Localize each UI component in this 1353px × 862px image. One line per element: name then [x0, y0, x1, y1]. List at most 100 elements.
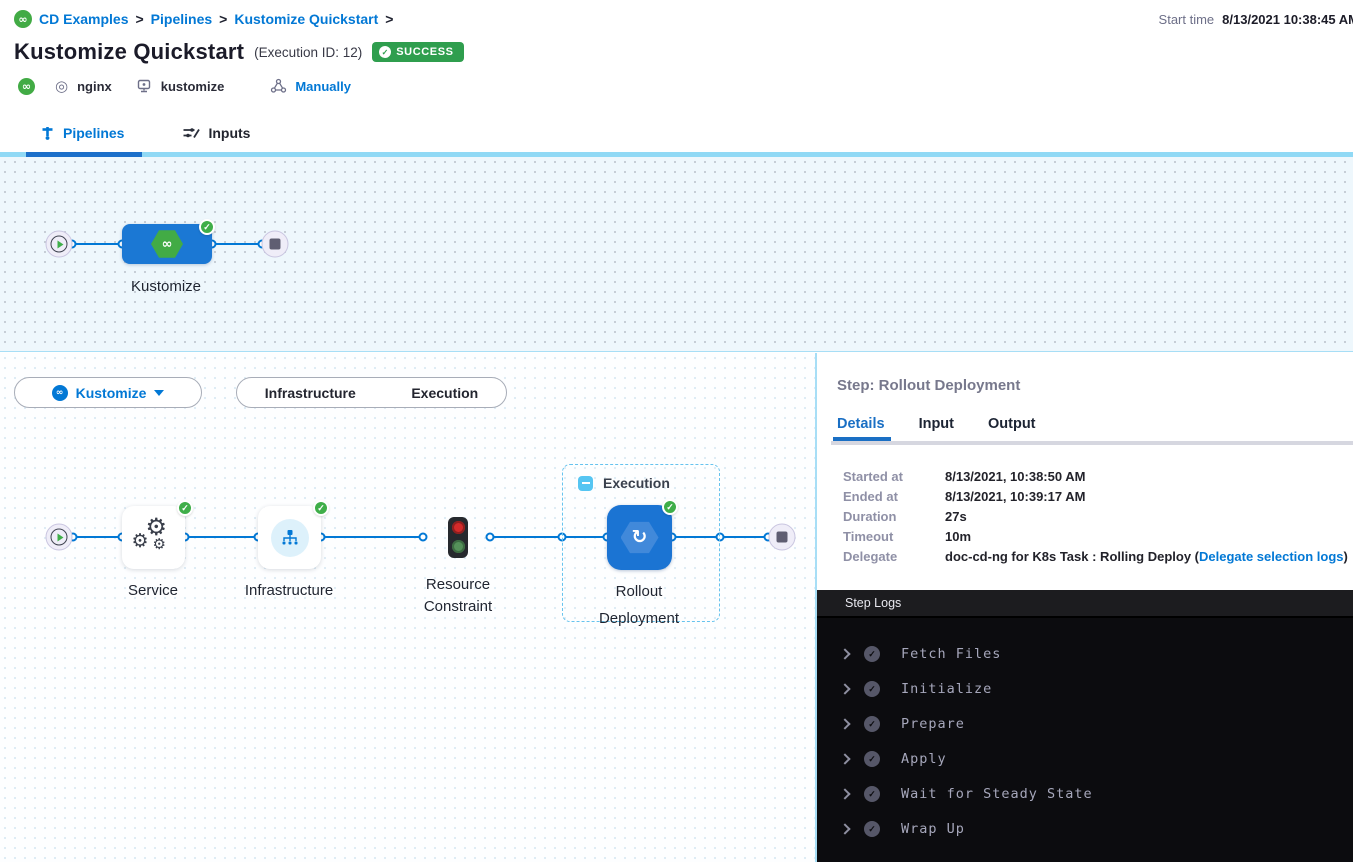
breadcrumb-separator: >: [219, 11, 228, 27]
chevron-right-icon[interactable]: [839, 823, 851, 835]
stage-selector-dropdown[interactable]: ∞ Kustomize: [14, 377, 202, 408]
breadcrumb-separator: >: [135, 11, 144, 27]
traffic-green-light: [451, 540, 465, 553]
step-node-resource-constraint[interactable]: [448, 517, 468, 558]
view-toggle: Infrastructure Execution: [236, 377, 507, 408]
chevron-right-icon[interactable]: [839, 648, 851, 660]
step-label-resource-constraint: Resource Constraint: [423, 576, 493, 615]
stage-success-icon: ✓: [199, 219, 215, 235]
log-success-icon: ✓: [864, 751, 880, 767]
log-section-fetch-files[interactable]: ✓ Fetch Files: [817, 642, 1353, 666]
edge: [73, 536, 122, 538]
trigger-type[interactable]: Manually: [295, 78, 351, 94]
breadcrumb: ∞ CD Examples > Pipelines > Kustomize Qu…: [14, 10, 393, 28]
log-success-icon: ✓: [864, 786, 880, 802]
edge: [490, 536, 608, 538]
play-icon: [50, 235, 68, 253]
log-section-wrap-up[interactable]: ✓ Wrap Up: [817, 817, 1353, 841]
execution-id: (Execution ID: 12): [254, 44, 363, 60]
service-icon: ◎: [55, 77, 69, 95]
execution-end-node[interactable]: [768, 523, 796, 551]
cd-module-icon: ∞: [18, 77, 35, 95]
status-badge-label: SUCCESS: [396, 46, 454, 58]
edge: [185, 536, 258, 538]
detail-row-duration: Duration 27s: [843, 509, 967, 524]
execution-graph-canvas[interactable]: ∞ Kustomize Infrastructure Execution: [0, 353, 817, 862]
stage-node-kustomize[interactable]: ∞: [122, 224, 212, 264]
execution-start-node[interactable]: [45, 523, 73, 551]
rollout-icon: ↻: [620, 521, 659, 554]
breadcrumb-cd-examples[interactable]: CD Examples: [39, 11, 129, 27]
delegate-selection-logs-link[interactable]: Delegate selection logs: [1199, 549, 1344, 564]
step-panel-title: Step: Rollout Deployment: [837, 377, 1021, 394]
tab-inputs[interactable]: Inputs: [182, 125, 250, 141]
log-section-prepare[interactable]: ✓ Prepare: [817, 712, 1353, 736]
step-success-icon: ✓: [177, 500, 193, 516]
step-node-service[interactable]: ⚙ ⚙ ⚙: [122, 506, 185, 569]
log-section-apply[interactable]: ✓ Apply: [817, 747, 1353, 771]
edge: [72, 243, 122, 245]
tab-input[interactable]: Input: [918, 416, 954, 432]
detail-row-started-at: Started at 8/13/2021, 10:38:50 AM: [843, 469, 1086, 484]
tab-output[interactable]: Output: [988, 416, 1036, 432]
service-name: nginx: [77, 78, 112, 94]
breadcrumb-separator: >: [385, 11, 394, 27]
pipeline-start-node[interactable]: [45, 230, 73, 258]
chevron-right-icon[interactable]: [839, 788, 851, 800]
step-logs-header: Step Logs: [817, 590, 1353, 618]
toggle-infrastructure[interactable]: Infrastructure: [264, 384, 356, 401]
breadcrumb-kustomize-quickstart[interactable]: Kustomize Quickstart: [234, 11, 379, 27]
step-logs-title: Step Logs: [845, 596, 902, 610]
edge-connector: [485, 532, 495, 542]
log-section-initialize[interactable]: ✓ Initialize: [817, 677, 1353, 701]
toggle-execution[interactable]: Execution: [411, 384, 479, 401]
detail-row-delegate: Delegate doc-cd-ng for K8s Task : Rollin…: [843, 549, 1348, 564]
traffic-red-light: [451, 521, 465, 534]
start-time-value: 8/13/2021 10:38:45 AM: [1222, 12, 1353, 27]
inputs-icon: [182, 125, 201, 141]
step-label-service: Service: [127, 582, 179, 599]
pipeline-icon: [40, 125, 55, 141]
execution-group-box: [562, 464, 720, 622]
play-icon: [50, 528, 68, 546]
log-section-wait-for-steady-state[interactable]: ✓ Wait for Steady State: [817, 782, 1353, 806]
panel-tab-divider: [831, 441, 1353, 445]
stage-selector-label: Kustomize: [75, 384, 147, 401]
chevron-right-icon[interactable]: [839, 683, 851, 695]
execution-group-label: Execution: [603, 475, 670, 491]
step-node-infrastructure[interactable]: [258, 506, 321, 569]
page-header: ∞ CD Examples > Pipelines > Kustomize Qu…: [0, 0, 1353, 113]
log-success-icon: ✓: [864, 821, 880, 837]
stage-selector-icon: ∞: [51, 384, 68, 401]
execution-group-header[interactable]: Execution: [578, 475, 670, 491]
gears-icon: ⚙ ⚙ ⚙: [131, 512, 168, 553]
detail-row-timeout: Timeout 10m: [843, 529, 972, 544]
tab-pipelines[interactable]: Pipelines: [40, 125, 124, 141]
start-time-label: Start time: [1158, 12, 1215, 27]
log-success-icon: ✓: [864, 646, 880, 662]
tab-details[interactable]: Details: [837, 416, 885, 432]
status-badge: ✓ SUCCESS: [372, 42, 464, 62]
detail-row-ended-at: Ended at 8/13/2021, 10:39:17 AM: [843, 489, 1086, 504]
collapse-icon[interactable]: [578, 475, 593, 491]
environment-icon: [136, 78, 152, 94]
environment-name: kustomize: [160, 78, 225, 94]
edge: [212, 243, 262, 245]
title-row: Kustomize Quickstart (Execution ID: 12) …: [14, 39, 464, 65]
step-success-icon: ✓: [662, 499, 678, 515]
edge: [321, 536, 423, 538]
chevron-right-icon[interactable]: [839, 718, 851, 730]
infrastructure-icon: [270, 518, 309, 557]
pipeline-end-node[interactable]: [261, 230, 289, 258]
step-node-rollout-deployment[interactable]: ↻: [607, 505, 672, 570]
edge-connector: [418, 532, 428, 542]
stop-icon: [269, 238, 281, 250]
breadcrumb-pipelines[interactable]: Pipelines: [150, 11, 213, 27]
edge-connector: [715, 532, 725, 542]
chevron-right-icon[interactable]: [839, 753, 851, 765]
stage-graph-canvas[interactable]: ∞ ✓ Kustomize: [0, 157, 1353, 352]
stage-label: Kustomize: [130, 278, 202, 295]
execution-meta-row: ∞ ◎ nginx kustomize Manually: [18, 77, 351, 95]
step-details-table: Started at 8/13/2021, 10:38:50 AM Ended …: [843, 470, 1348, 570]
